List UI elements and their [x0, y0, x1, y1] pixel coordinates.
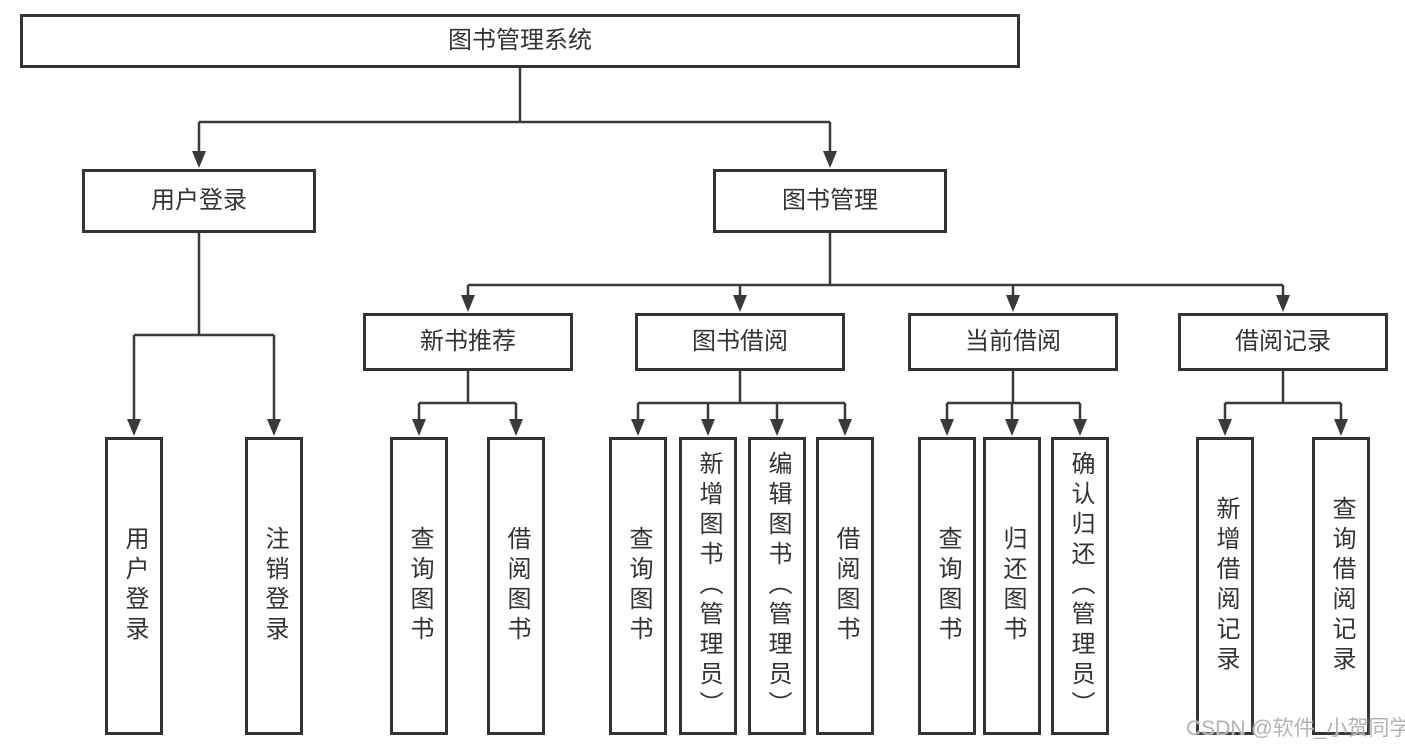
leaf-edit-books-admin: 编辑图书（管理员） [748, 437, 806, 735]
leaf-label: 查询图书 [406, 526, 433, 646]
leaf-query-books-1: 查询图书 [390, 437, 448, 735]
node-new-book-recommend-label: 新书推荐 [420, 328, 516, 355]
leaf-label: 查询借阅记录 [1328, 496, 1355, 676]
node-user-login-label: 用户登录 [151, 187, 247, 214]
node-book-borrow-label: 图书借阅 [692, 328, 788, 355]
node-root-label: 图书管理系统 [448, 27, 592, 54]
leaf-query-books-2: 查询图书 [609, 437, 667, 735]
csdn-watermark: CSDN @软件_小贺同学 [1186, 717, 1405, 740]
node-book-borrow: 图书借阅 [635, 313, 845, 371]
leaf-borrow-books-2: 借阅图书 [816, 437, 874, 735]
leaf-label: 注销登录 [261, 526, 288, 646]
leaf-user-login: 用户登录 [105, 437, 163, 735]
node-current-borrow: 当前借阅 [908, 313, 1118, 371]
connector-user-login [127, 233, 281, 436]
connector-book-borrow [631, 371, 852, 436]
connector-borrow-record [1218, 371, 1348, 436]
leaf-add-books-admin: 新增图书（管理员） [679, 437, 737, 735]
node-borrow-record: 借阅记录 [1178, 313, 1388, 371]
leaf-borrow-books-1: 借阅图书 [487, 437, 545, 735]
leaf-label: 新增图书（管理员） [695, 451, 722, 721]
leaf-label: 查询图书 [625, 526, 652, 646]
leaf-logout: 注销登录 [245, 437, 303, 735]
leaf-query-borrow-record: 查询借阅记录 [1312, 437, 1370, 735]
leaf-query-books-3: 查询图书 [918, 437, 976, 735]
connector-new-book [412, 371, 523, 436]
leaf-label: 借阅图书 [832, 526, 859, 646]
node-new-book-recommend: 新书推荐 [363, 313, 573, 371]
leaf-label: 借阅图书 [503, 526, 530, 646]
leaf-return-books: 归还图书 [983, 437, 1041, 735]
leaf-confirm-return-admin: 确认归还（管理员） [1051, 437, 1109, 735]
leaf-label: 查询图书 [934, 526, 961, 646]
node-root: 图书管理系统 [20, 14, 1020, 68]
node-borrow-record-label: 借阅记录 [1235, 328, 1331, 355]
leaf-label: 归还图书 [999, 526, 1026, 646]
connector-current-borrow [940, 371, 1087, 436]
leaf-add-borrow-record: 新增借阅记录 [1196, 437, 1254, 735]
node-book-management: 图书管理 [713, 169, 947, 233]
leaf-label: 新增借阅记录 [1212, 496, 1239, 676]
node-current-borrow-label: 当前借阅 [965, 328, 1061, 355]
connector-root [192, 68, 837, 168]
leaf-label: 用户登录 [121, 526, 148, 646]
leaf-label: 编辑图书（管理员） [764, 451, 791, 721]
node-user-login: 用户登录 [82, 169, 316, 233]
leaf-label: 确认归还（管理员） [1067, 451, 1094, 721]
node-book-management-label: 图书管理 [782, 187, 878, 214]
connector-book-management [461, 233, 1290, 312]
